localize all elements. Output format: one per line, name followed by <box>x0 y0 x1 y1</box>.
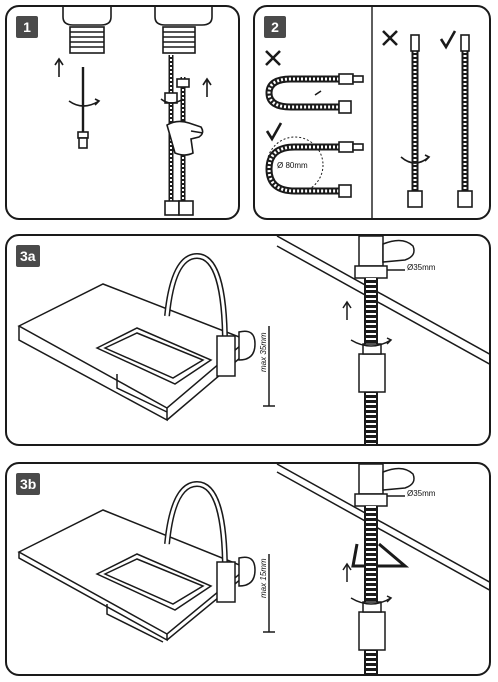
max-height-label-3a: max 35mm <box>259 332 268 372</box>
step-3a-illustration: max 35mm Ø35mm <box>17 236 489 444</box>
check-icon-2 <box>439 30 457 50</box>
step-badge-3b: 3b <box>16 473 41 495</box>
panel-step-3a: 3a <box>5 234 491 446</box>
panel-step-3b: 3b <box>5 462 491 676</box>
step-3b-illustration: max 15mm Ø35mm <box>17 464 489 674</box>
cross-icon <box>265 50 281 66</box>
cross-icon-2 <box>382 30 398 46</box>
panel-step-2: 2 <box>253 5 491 220</box>
panel-step-1: 1 <box>5 5 240 220</box>
diameter-label-3b: Ø35mm <box>407 489 436 498</box>
check-icon <box>265 122 283 142</box>
max-height-label-3b: max 15mm <box>259 558 268 598</box>
step-2-illustration: Ø 80mm <box>265 7 473 218</box>
diameter-label-3a: Ø35mm <box>407 263 436 272</box>
bend-diameter-label: Ø 80mm <box>277 161 308 170</box>
step-badge-3a: 3a <box>16 245 40 267</box>
step-badge-1: 1 <box>16 16 38 38</box>
step-badge-2: 2 <box>264 16 286 38</box>
step-1-illustration <box>54 7 213 216</box>
